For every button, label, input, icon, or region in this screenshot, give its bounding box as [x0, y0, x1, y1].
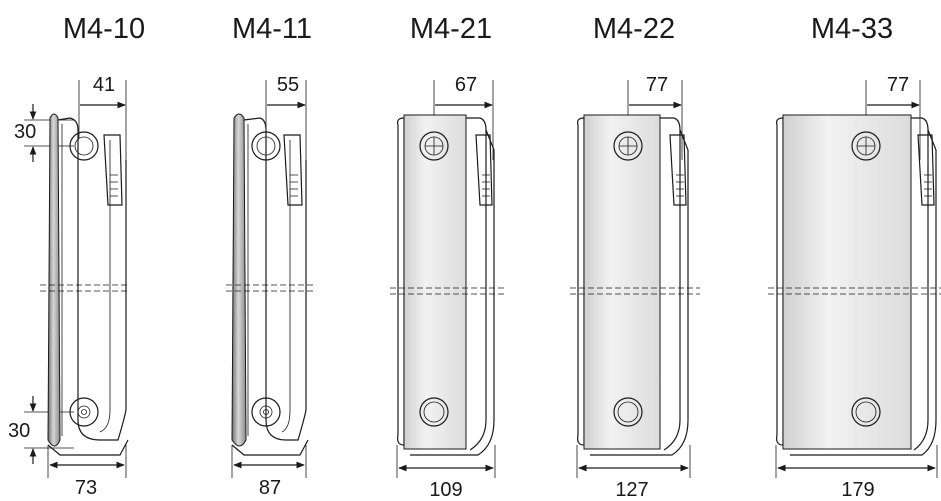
model-m4-11: M4-11 55 87	[226, 13, 316, 499]
vertical-label-top-m4-10: 30	[14, 121, 36, 143]
top-offset-dimension-m4-10: 41	[78, 74, 127, 160]
model-m4-21: M4-21 67 109	[390, 13, 506, 501]
vertical-dimension-top-m4-10: 30	[14, 104, 74, 162]
vertical-dimension-bottom-m4-10: 30	[8, 396, 74, 464]
width-dimension-m4-33: 179	[775, 445, 938, 501]
top-offset-dimension-m4-22: 77	[627, 74, 683, 160]
vertical-label-bottom-m4-10: 30	[8, 420, 30, 442]
radiator-profile-m4-22	[570, 114, 700, 456]
width-label-m4-33: 179	[841, 479, 874, 501]
top-offset-label-m4-10: 41	[93, 74, 115, 96]
model-m4-10: M4-10 41 30 30	[8, 13, 145, 499]
model-m4-22: M4-22 77 127	[570, 13, 700, 501]
radiator-profile-m4-21	[390, 114, 506, 456]
top-offset-label-m4-11: 55	[277, 74, 299, 96]
width-label-m4-21: 109	[429, 479, 462, 501]
model-title-m4-11: M4-11	[232, 13, 312, 45]
top-offset-label-m4-33: 77	[887, 74, 909, 96]
model-title-m4-22: M4-22	[593, 13, 675, 45]
top-offset-label-m4-22: 77	[646, 74, 668, 96]
radiator-profile-m4-11	[226, 113, 316, 456]
model-title-m4-10: M4-10	[63, 13, 145, 45]
model-title-m4-21: M4-21	[410, 13, 492, 45]
width-label-m4-11: 87	[259, 477, 281, 499]
radiator-profile-m4-10	[40, 113, 130, 456]
model-m4-33: M4-33 77 179	[768, 13, 941, 501]
width-label-m4-10: 73	[75, 477, 97, 499]
width-label-m4-22: 127	[615, 479, 648, 501]
model-title-m4-33: M4-33	[811, 13, 893, 45]
width-dimension-m4-22: 127	[576, 445, 691, 501]
width-dimension-m4-11: 87	[231, 445, 307, 499]
radiator-profile-m4-33	[768, 114, 941, 456]
width-dimension-m4-10: 73	[47, 445, 127, 499]
top-offset-label-m4-21: 67	[455, 74, 477, 96]
width-dimension-m4-21: 109	[396, 445, 496, 501]
